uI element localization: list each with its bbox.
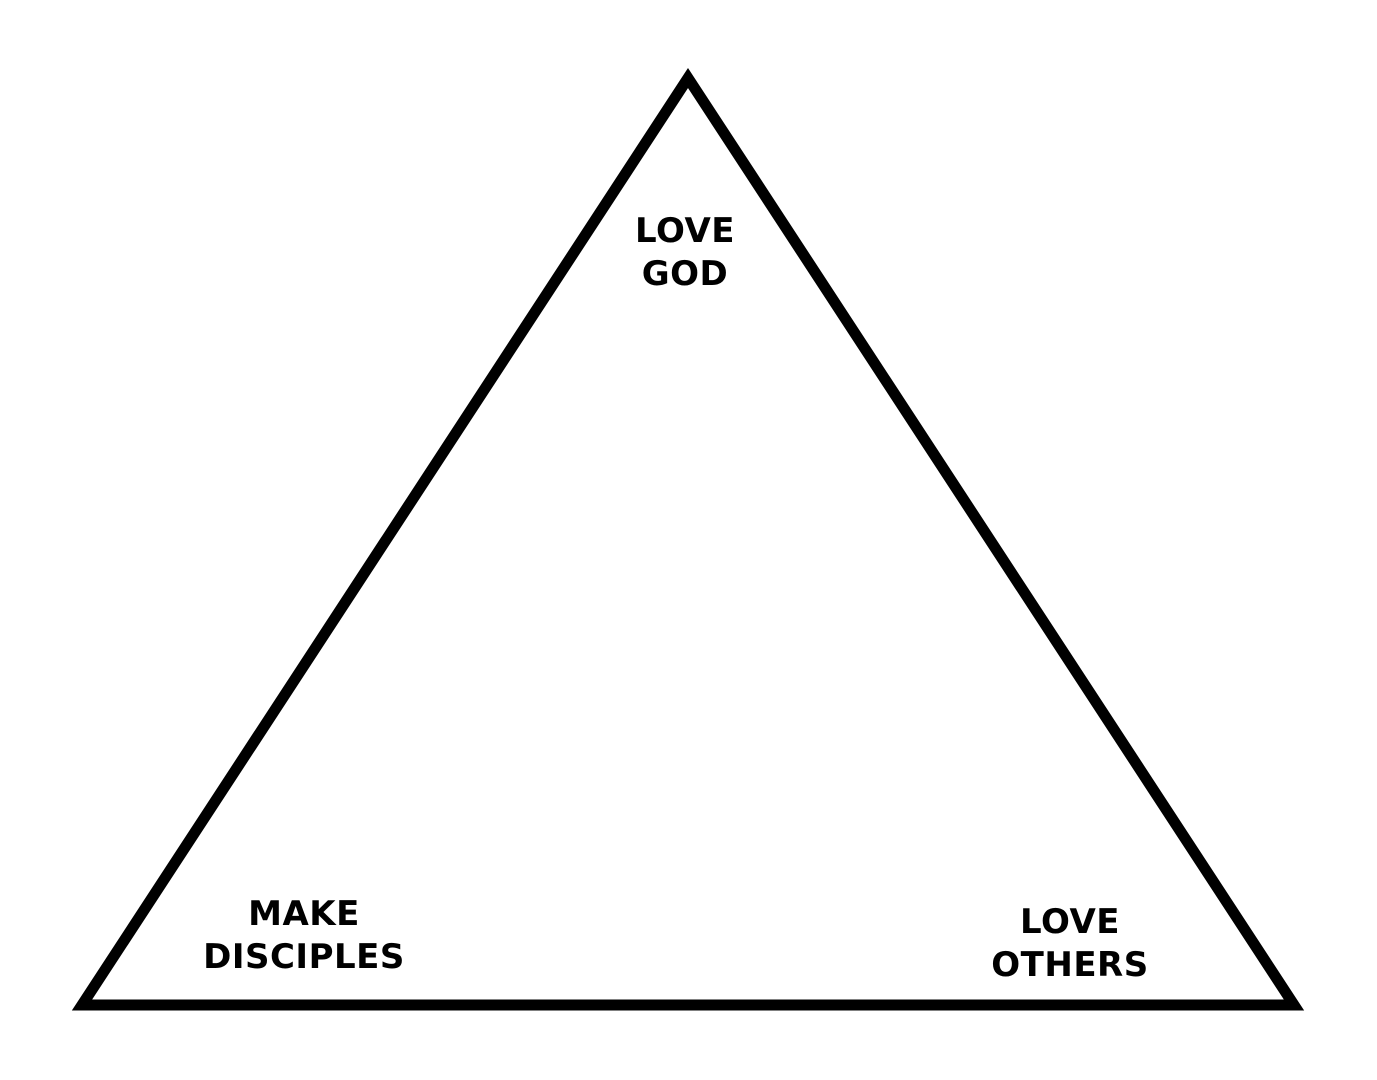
vertex-label-line: LOVE bbox=[635, 211, 735, 251]
vertex-label-line: MAKE bbox=[248, 894, 360, 934]
vertex-label-love-god: LOVE GOD bbox=[585, 210, 785, 296]
vertex-label-line: GOD bbox=[641, 254, 729, 294]
vertex-label-line: OTHERS bbox=[991, 945, 1149, 985]
triangle-outline bbox=[71, 67, 1305, 1011]
vertex-label-make-disciples: MAKE DISCIPLES bbox=[154, 893, 454, 979]
vertex-label-love-others: LOVE OTHERS bbox=[920, 901, 1220, 987]
vertex-label-line: LOVE bbox=[1020, 902, 1120, 942]
vertex-label-line: DISCIPLES bbox=[203, 937, 405, 977]
